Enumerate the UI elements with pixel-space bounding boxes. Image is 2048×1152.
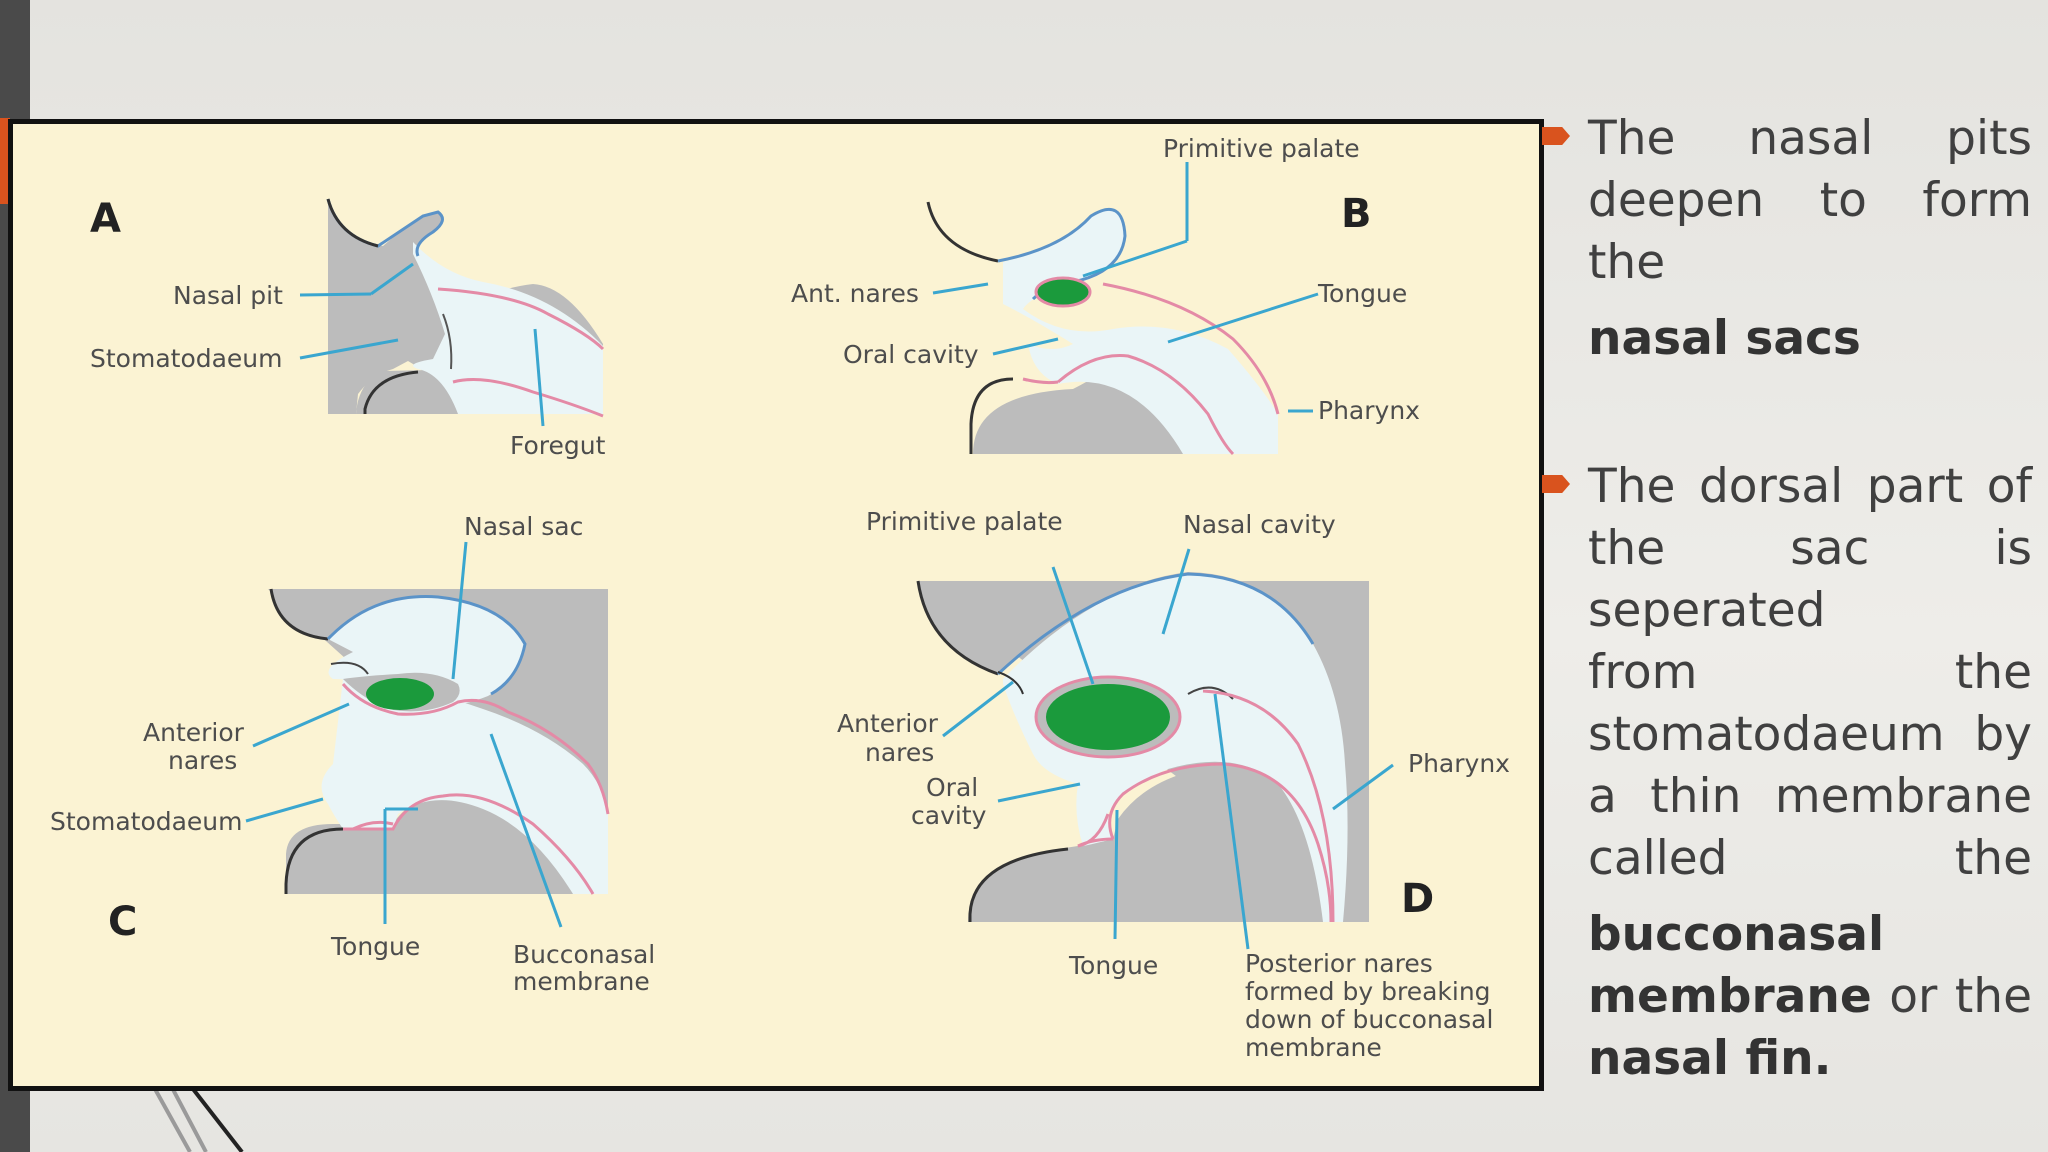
- label-anterior-c: Anterior: [143, 718, 245, 747]
- label-foregut: Foregut: [510, 431, 606, 460]
- label-primitive-palate-d: Primitive palate: [866, 507, 1063, 536]
- panel-b: B Primitive palate Ant. nares Tongue Ora…: [791, 134, 1420, 456]
- bullet-text-panel: The nasal pits deepen to form the nasal …: [1542, 108, 2032, 1090]
- bullet-2-line-membrane: membrane or the: [1588, 966, 2032, 1028]
- nasal-development-diagram: A Nasal pit Stomatodaeum Foregut B Primi…: [50, 134, 1510, 1062]
- panel-d: D Primitive palate Nasal cavity Anterior…: [837, 507, 1510, 1062]
- label-tongue-b: Tongue: [1317, 279, 1407, 308]
- panel-a: A Nasal pit Stomatodaeum Foregut: [90, 196, 606, 460]
- panel-a-letter: A: [90, 196, 121, 242]
- label-bucconasal-c: Bucconasal: [513, 940, 655, 969]
- label-ant-nares: Ant. nares: [791, 279, 919, 308]
- bullet-arrow-icon: [1542, 475, 1570, 493]
- label-primitive-palate-b: Primitive palate: [1163, 134, 1360, 163]
- bullet-2-line-1: The dorsal part of: [1588, 459, 2032, 514]
- bullet-1-line-2: deepen to form the: [1588, 173, 2032, 290]
- label-anterior-d: Anterior: [837, 709, 939, 738]
- bullet-2-line-3: from the: [1588, 645, 2032, 700]
- label-pharynx-b: Pharynx: [1318, 396, 1420, 425]
- label-tongue-c: Tongue: [330, 932, 420, 961]
- bullet-2-line-4: stomatodaeum by: [1588, 707, 2032, 762]
- bullet-2-bold-nasal-fin: nasal fin.: [1588, 1031, 1832, 1086]
- diagram-frame: A Nasal pit Stomatodaeum Foregut B Primi…: [8, 119, 1544, 1091]
- bullet-2-or-the: or the: [1871, 969, 2032, 1024]
- bullet-2-bold-bucconasal: bucconasal: [1588, 907, 1885, 962]
- panel-b-letter: B: [1341, 191, 1372, 237]
- decorative-lines: [148, 1080, 244, 1152]
- label-tongue-d: Tongue: [1068, 951, 1158, 980]
- bullet-2-line-6: called the: [1588, 831, 2032, 886]
- bullet-1-bold-nasal-sacs: nasal sacs: [1588, 311, 1861, 366]
- label-stomatodaeum-a: Stomatodaeum: [90, 344, 283, 373]
- bullet-2-bold-membrane: membrane: [1588, 969, 1872, 1024]
- label-oral-d: Oral: [926, 773, 978, 802]
- label-posterior-nares: Posterior nares: [1245, 949, 1433, 978]
- label-pharynx-d: Pharynx: [1408, 749, 1510, 778]
- bullet-arrow-icon: [1542, 127, 1570, 145]
- left-accent-bar: [0, 118, 10, 204]
- label-nasal-sac: Nasal sac: [464, 512, 583, 541]
- label-cavity-d: cavity: [911, 801, 987, 830]
- panel-c: C Nasal sac Anterior nares Stomatodaeum …: [50, 512, 655, 996]
- bullet-2-line-5: a thin membrane: [1588, 769, 2032, 824]
- bullet-bucconasal-membrane: The dorsal part of the sac is seperated …: [1542, 456, 2032, 1090]
- label-membrane-c: membrane: [513, 967, 650, 996]
- label-nasal-pit: Nasal pit: [173, 281, 283, 310]
- panel-c-letter: C: [108, 899, 137, 945]
- label-nasal-cavity: Nasal cavity: [1183, 510, 1336, 539]
- label-down-of-bucconasal: down of bucconasal: [1245, 1005, 1493, 1034]
- panel-d-letter: D: [1401, 876, 1434, 922]
- label-nares-c: nares: [168, 746, 237, 775]
- bullet-1-line-1: The nasal pits: [1588, 111, 2032, 166]
- label-membrane-d: membrane: [1245, 1033, 1382, 1062]
- bullet-nasal-sacs: The nasal pits deepen to form the nasal …: [1542, 108, 2032, 370]
- label-stomatodaeum-c: Stomatodaeum: [50, 807, 243, 836]
- bullet-2-line-2: the sac is seperated: [1588, 521, 2032, 638]
- label-oral-cavity-b: Oral cavity: [843, 340, 979, 369]
- label-formed-by-breaking: formed by breaking: [1245, 977, 1491, 1006]
- label-nares-d: nares: [865, 738, 934, 767]
